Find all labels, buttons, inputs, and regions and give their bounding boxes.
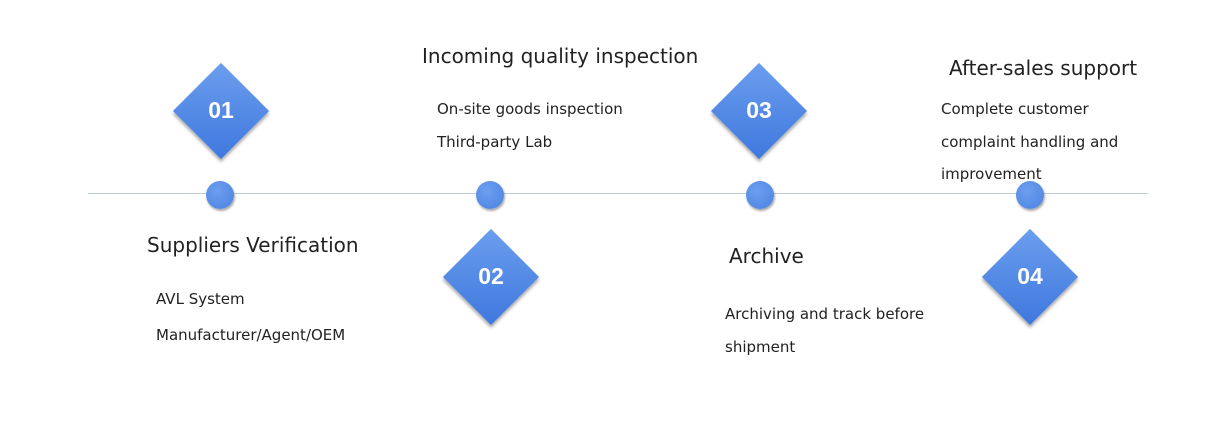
timeline-node-2 (476, 181, 504, 209)
timeline-node-1 (206, 181, 234, 209)
step-title-3: Archive (729, 244, 804, 268)
step-number-2: 02 (478, 263, 504, 289)
step-line: improvement (941, 165, 1042, 183)
step-line: On-site goods inspection (437, 100, 623, 118)
timeline-node-4 (1016, 181, 1044, 209)
step-title-2: Incoming quality inspection (422, 44, 699, 68)
timeline-node-3 (746, 181, 774, 209)
step-line: AVL System (156, 290, 245, 308)
step-line: Complete customer (941, 100, 1089, 118)
step-line: complaint handling and (941, 133, 1119, 151)
step-title-1: Suppliers Verification (147, 233, 359, 257)
step-title-4: After-sales support (949, 56, 1138, 80)
step-line: Manufacturer/Agent/OEM (156, 326, 346, 344)
step-number-3: 03 (746, 97, 772, 123)
step-line: shipment (725, 338, 796, 356)
timeline-axis (88, 193, 1148, 194)
step-number-4: 04 (1017, 263, 1043, 289)
step-number-1: 01 (208, 97, 234, 123)
step-line: Third-party Lab (437, 133, 553, 151)
step-line: Archiving and track before (725, 305, 925, 323)
